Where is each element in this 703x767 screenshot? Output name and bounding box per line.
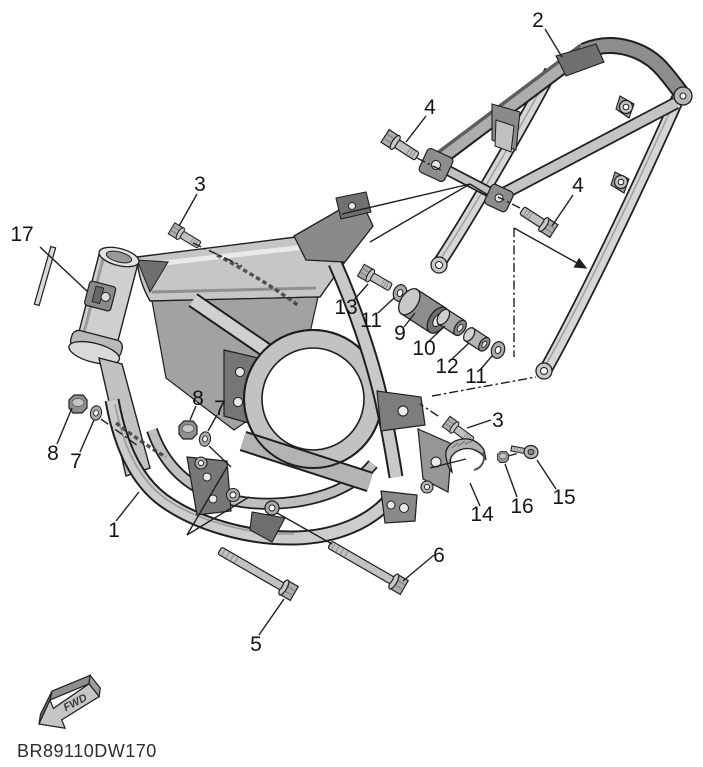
head-tube [68,246,140,365]
callout-8-14: 8 [47,442,59,465]
callout-7-15: 7 [70,450,82,473]
leader-line [207,414,218,432]
part-14-guard [445,438,487,474]
leader-line [544,28,563,58]
subframe-tab-lower [610,171,630,194]
loose-parts [33,128,559,602]
callout-3-2: 3 [194,173,206,196]
leader-line [353,283,369,301]
callout-15-16: 15 [552,486,575,509]
subframe-art [418,37,693,380]
callout-12-9: 12 [435,355,458,378]
callout-7-12: 7 [214,397,226,420]
leader-line [258,598,285,636]
part-10-collar [436,308,467,337]
callout-11-10: 11 [465,365,487,388]
leader-line [115,491,140,522]
alignment-line [100,418,139,447]
alignment-line [431,376,537,397]
leader-line [186,466,228,536]
alignment-line [497,196,521,209]
callout-17-4: 17 [10,223,33,246]
callout-9-7: 9 [394,322,406,345]
leader-line [79,419,95,453]
leader-line [429,458,467,469]
leader-line [208,445,232,468]
chain-detail-line [114,421,167,459]
part-7-washer [197,430,213,448]
part-16-nut [497,451,509,463]
callout-4-1: 4 [424,96,436,119]
leader-line [403,312,416,328]
leader-line [504,463,518,498]
leader-line [427,325,446,343]
leader-line [405,115,427,143]
alignment-line [507,452,520,457]
callout-13-5: 13 [334,296,357,319]
leader-line [276,512,333,545]
alignment-line [419,403,439,417]
subframe-tab-upper [615,95,635,119]
leader-line [469,482,481,507]
leader-lines [39,28,588,636]
leader-line [39,246,89,293]
main-frame-art [68,191,453,546]
callout-8-11: 8 [192,387,204,410]
leader-line [479,355,493,371]
part-17-strip [33,245,57,307]
leader-line [466,419,492,429]
part-5-bolt [214,542,300,602]
callout-5-21: 5 [250,633,262,656]
leader-line [341,183,471,215]
callout-4-3: 4 [572,174,584,197]
subframe-front-lug [418,148,454,182]
leader-line [189,405,197,421]
part-3-bolt [167,221,204,252]
callout-6-20: 6 [433,544,445,567]
part-12-collar [463,326,491,352]
callout-1-19: 1 [108,519,120,542]
callout-16-17: 16 [510,495,533,518]
part-7-washer [88,404,104,422]
callout-14-18: 14 [470,503,494,526]
leader-line [536,459,557,490]
callout-2-0: 2 [532,9,544,32]
leader-line [369,183,471,243]
alignment-line [416,157,442,171]
part-6-bolt [324,536,410,596]
leader-line [513,227,588,269]
steering-clamp [83,280,117,312]
part-8-nut [178,420,198,440]
part-4-bolt [380,128,422,164]
leader-line [56,407,73,445]
leader-line [402,554,435,582]
leader-line [469,183,489,196]
leader-line [186,496,250,536]
diagram-code: BR89110DW170 [17,741,157,761]
leader-line [551,194,574,227]
callout-3-13: 3 [492,409,504,432]
chain-detail-line [216,253,301,308]
leader-line [377,297,395,314]
callout-10-8: 10 [412,337,435,360]
fwd-arrow: FWD [38,673,101,730]
leader-line [451,342,470,360]
callout-11-6: 11 [360,309,382,332]
part-15-screw [510,444,539,460]
chain-detail [114,253,301,459]
leader-line [178,193,198,227]
